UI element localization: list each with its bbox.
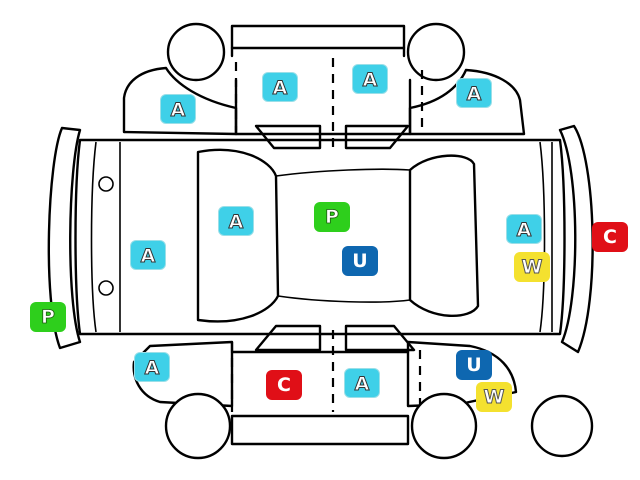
marker-front-bumper[interactable]: P: [30, 302, 66, 332]
marker-front-left-fender[interactable]: A: [160, 94, 196, 124]
spare-wheel: [530, 394, 594, 458]
marker-rear-left-fender[interactable]: A: [456, 78, 492, 108]
rear-left-wheel: [406, 22, 466, 82]
marker-front-right-fender[interactable]: A: [134, 352, 170, 382]
marker-front-right-door[interactable]: C: [266, 370, 302, 400]
marker-rear-left-door[interactable]: A: [352, 64, 388, 94]
marker-rear-right-wheel-area[interactable]: W: [476, 382, 512, 412]
marker-rear-right-door[interactable]: A: [344, 368, 380, 398]
marker-trunk-lower[interactable]: W: [514, 252, 550, 282]
marker-windshield-area[interactable]: A: [218, 206, 254, 236]
marker-hood[interactable]: A: [130, 240, 166, 270]
rear-right-wheel: [410, 392, 478, 460]
marker-trunk[interactable]: A: [506, 214, 542, 244]
right-side-view: [132, 324, 594, 460]
top-view-body: [47, 124, 594, 354]
marker-roof[interactable]: P: [314, 202, 350, 232]
marker-roof-lower[interactable]: U: [342, 246, 378, 276]
front-right-wheel: [164, 392, 232, 460]
marker-rear-right-fender[interactable]: U: [456, 350, 492, 380]
marker-rear-bumper[interactable]: C: [592, 222, 628, 252]
marker-front-left-door[interactable]: A: [262, 72, 298, 102]
front-left-wheel: [166, 22, 226, 82]
